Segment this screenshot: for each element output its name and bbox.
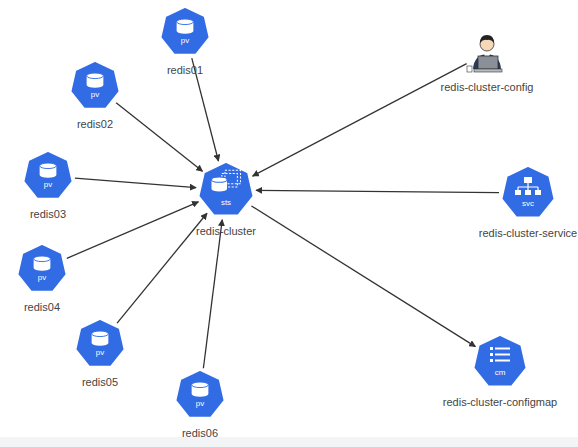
- pv-node: pvredis06: [174, 369, 226, 421]
- svc-glyph: [515, 177, 541, 195]
- heptagon-outline: [71, 61, 120, 109]
- arrow-connector: [116, 103, 202, 172]
- pv-node: pvredis01: [159, 6, 211, 58]
- node-label: redis06: [182, 427, 218, 440]
- arrow-connector: [253, 64, 467, 176]
- node-label: redis02: [77, 118, 113, 131]
- pv-node: pvredis04: [16, 243, 68, 295]
- cm-node: cmredis-cluster-configmap: [472, 334, 528, 390]
- sts-glyph: [212, 170, 241, 191]
- kind-label: pv: [22, 181, 74, 189]
- heptagon-outline: [474, 335, 527, 386]
- kind-label: pv: [69, 91, 121, 99]
- node-icon: [197, 161, 255, 219]
- arrow-connector: [117, 213, 207, 323]
- pv-node: pvredis02: [69, 60, 121, 112]
- user-node: redis-cluster-config: [465, 31, 509, 75]
- pv-glyph: [40, 163, 57, 178]
- kind-label: pv: [159, 37, 211, 45]
- heptagon-outline: [176, 370, 225, 418]
- arrow-connector: [203, 220, 222, 368]
- pv-glyph: [92, 331, 109, 346]
- node-label: redis04: [24, 301, 60, 314]
- node-icon: [465, 31, 509, 75]
- kind-label: cm: [472, 369, 528, 377]
- pv-glyph: [34, 256, 51, 271]
- heptagon-outline: [76, 319, 125, 367]
- sts-node: stsredis-cluster: [197, 161, 255, 219]
- kind-label: pv: [174, 400, 226, 408]
- heptagon-outline: [161, 7, 210, 55]
- kind-label: sts: [197, 199, 255, 207]
- kind-label: pv: [16, 274, 68, 282]
- arrow-connector: [75, 178, 196, 188]
- pv-glyph: [177, 19, 194, 34]
- heptagon-outline: [18, 244, 67, 292]
- node-label: redis-cluster-configmap: [443, 396, 557, 409]
- node-icon: [16, 243, 68, 295]
- pv-glyph: [87, 73, 104, 88]
- node-icon: [159, 6, 211, 58]
- cm-glyph: [490, 347, 510, 362]
- node-label: redis05: [82, 376, 118, 389]
- bottom-band: [0, 437, 578, 447]
- node-label: redis-cluster: [196, 225, 256, 238]
- svc-node: svcredis-cluster-service: [500, 165, 556, 221]
- kind-label: pv: [74, 349, 126, 357]
- kind-label: svc: [500, 200, 556, 208]
- node-label: redis-cluster-service: [479, 227, 577, 240]
- node-label: redis-cluster-config: [441, 81, 534, 94]
- pv-node: pvredis03: [22, 150, 74, 202]
- pv-glyph: [192, 382, 209, 397]
- pv-node: pvredis05: [74, 318, 126, 370]
- node-icon: [472, 334, 528, 390]
- heptagon-outline: [24, 151, 73, 199]
- node-label: redis01: [167, 64, 203, 77]
- node-icon: [22, 150, 74, 202]
- user-illustration: [467, 35, 502, 72]
- heptagon-outline: [502, 166, 555, 217]
- node-icon: [69, 60, 121, 112]
- arrow-connector: [256, 190, 499, 192]
- node-label: redis03: [30, 208, 66, 221]
- node-icon: [174, 369, 226, 421]
- node-icon: [500, 165, 556, 221]
- arrow-connector: [251, 206, 475, 347]
- arrow-connector: [67, 202, 199, 259]
- node-icon: [74, 318, 126, 370]
